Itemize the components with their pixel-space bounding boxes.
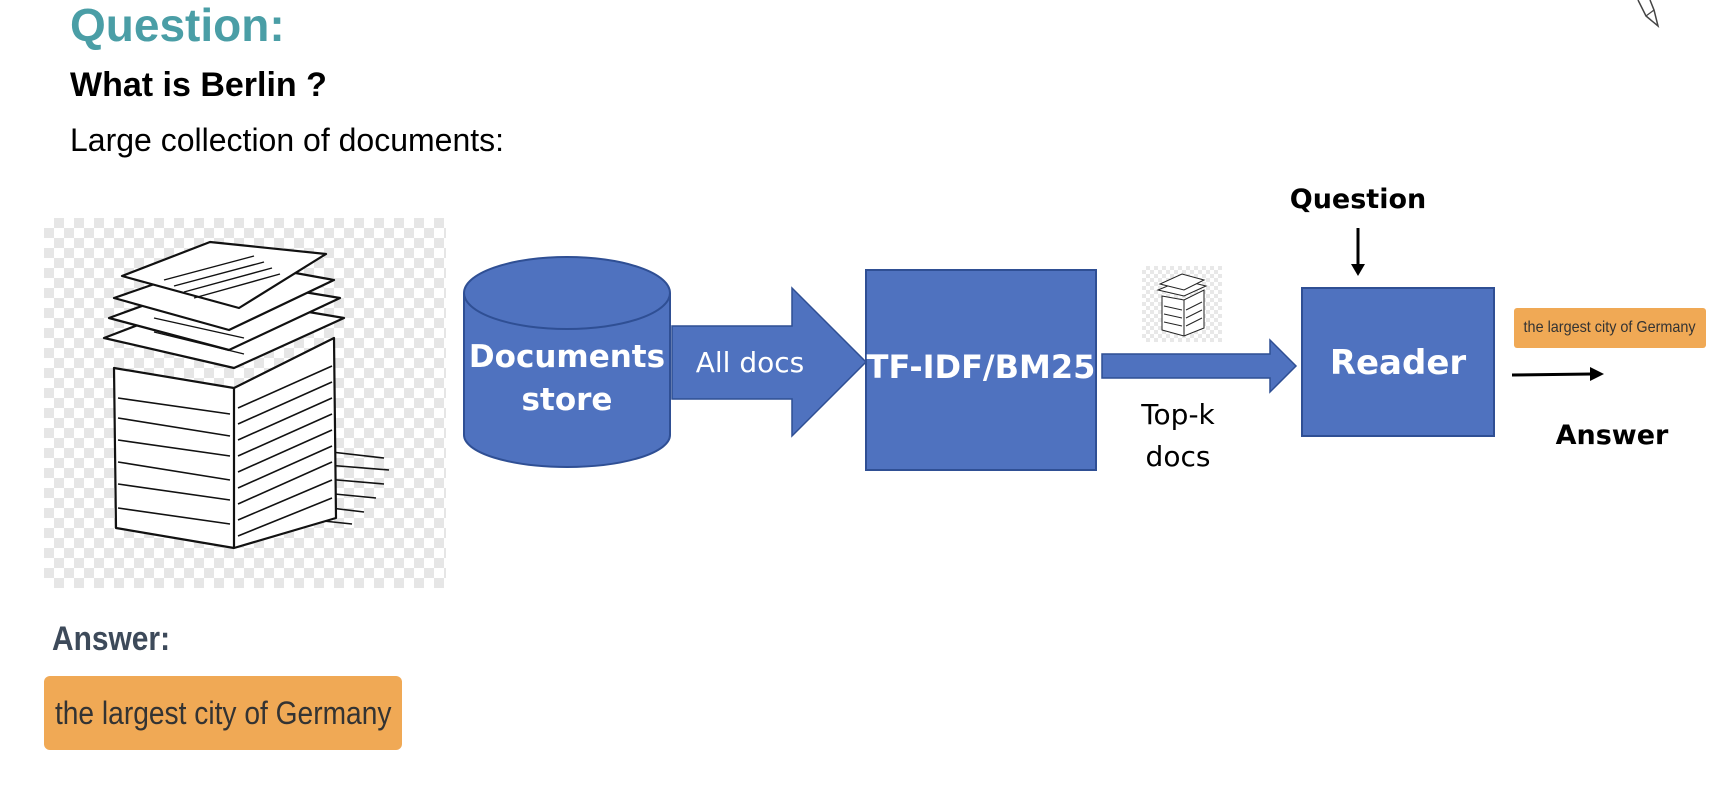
question-text: What is Berlin ? [70, 66, 327, 104]
all-docs-label: All docs [696, 346, 805, 379]
collection-label: Large collection of documents: [70, 122, 505, 158]
top-k-document-drawing [1156, 273, 1208, 337]
retriever-label: TF-IDF/BM25 [867, 348, 1096, 386]
pen-icon [1632, 0, 1662, 30]
all-docs-arrow [671, 286, 868, 438]
answer-value: the largest city of Germany [54, 694, 392, 731]
document-stack-icon [44, 218, 446, 588]
answer-output-label: Answer [1556, 420, 1669, 451]
top-k-label-line2: docs [1146, 440, 1211, 473]
reader-output-text: the largest city of Germany [1523, 319, 1697, 336]
question-arrow-head [1351, 264, 1365, 276]
reader-label: Reader [1330, 343, 1467, 383]
documents-store-label-line2: store [522, 382, 613, 418]
answer-heading: Answer: [52, 620, 171, 658]
documents-store-label-line1: Documents [469, 339, 665, 375]
retriever-box [865, 269, 1097, 471]
question-heading: Question: [70, 0, 285, 51]
answer-badge: the largest city of Germany [44, 676, 402, 750]
top-k-document-icon [1142, 266, 1222, 342]
output-arrow-line [1511, 372, 1593, 377]
reader-output-badge: the largest city of Germany [1514, 308, 1706, 348]
top-k-label-line1: Top-k [1140, 398, 1215, 431]
question-input-label: Question [1290, 184, 1427, 215]
documents-store-cylinder [463, 256, 671, 468]
pen-icon-drawing [1637, 0, 1660, 29]
document-stack-drawing [102, 240, 390, 550]
reader-box [1301, 287, 1495, 437]
top-k-arrow [1101, 338, 1298, 394]
output-arrow-head [1590, 367, 1604, 381]
